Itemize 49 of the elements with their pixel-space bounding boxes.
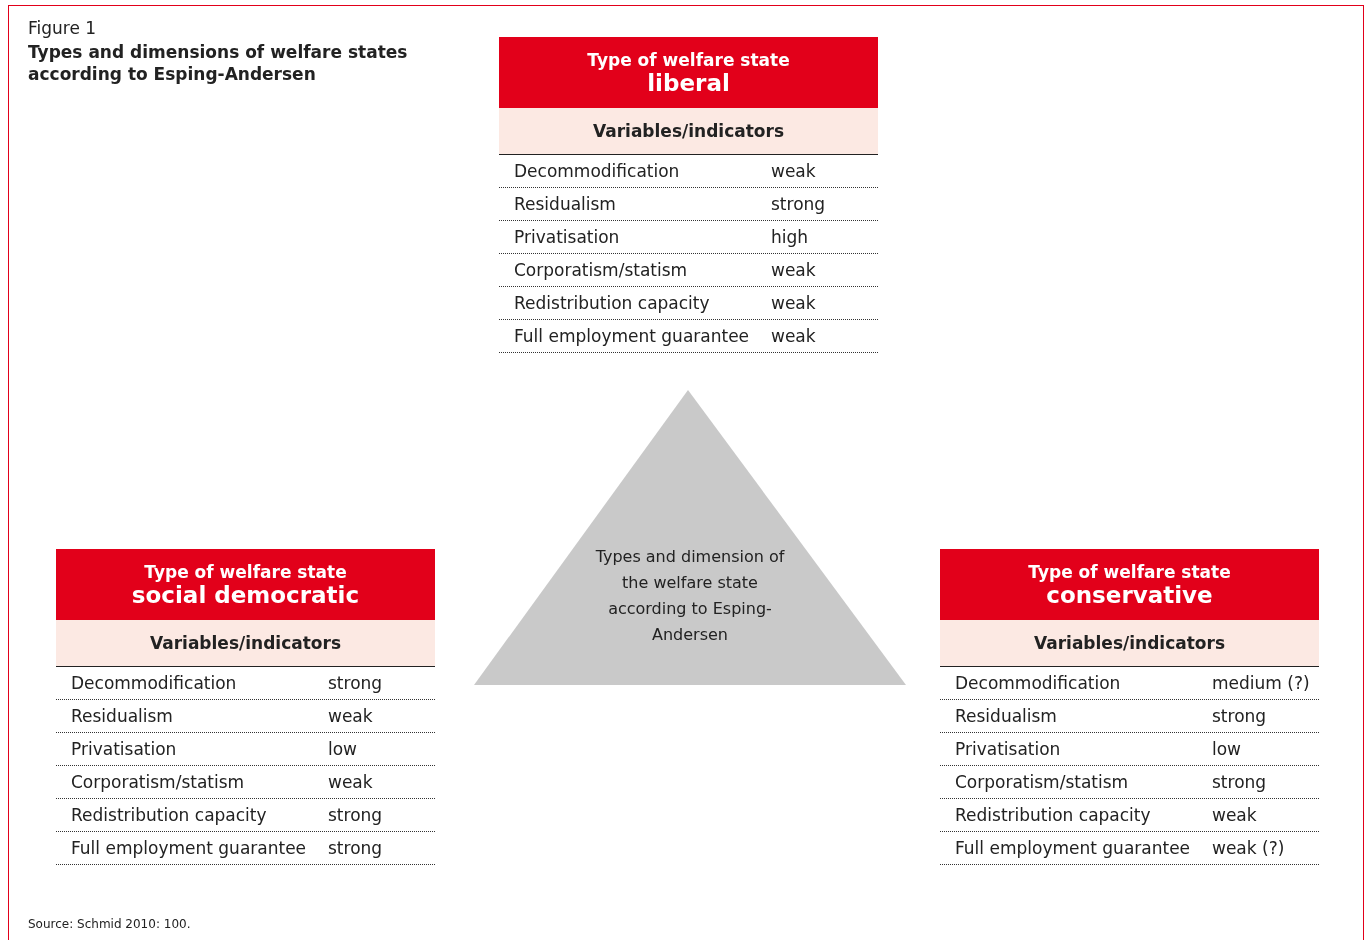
table-heading: Type of welfare state: [1028, 561, 1231, 582]
value-label: strong: [328, 673, 383, 693]
value-label: strong: [328, 805, 383, 825]
indicator-label: Full employment guarantee: [71, 838, 307, 858]
column-header: Variables/indicators: [56, 620, 435, 667]
indicator-label: Decommodification: [514, 161, 680, 181]
indicator-label: Full employment guarantee: [955, 838, 1191, 858]
indicator-label: Privatisation: [514, 227, 620, 247]
value-label: strong: [1212, 706, 1267, 726]
indicator-label: Corporatism/statism: [955, 772, 1129, 792]
indicator-label: Redistribution capacity: [955, 805, 1151, 825]
center-label: Types and dimension of the welfare state according to Esping-Andersen: [594, 546, 786, 646]
value-label: weak: [771, 326, 816, 346]
value-label: strong: [771, 194, 826, 214]
figure-title: Types and dimensions of welfare states according to Esping-Andersen: [28, 41, 409, 85]
value-label: low: [328, 739, 358, 759]
indicator-label: Privatisation: [71, 739, 177, 759]
indicator-label: Corporatism/statism: [71, 772, 245, 792]
column-header: Variables/indicators: [940, 620, 1319, 667]
indicator-label: Redistribution capacity: [71, 805, 267, 825]
table-title: liberal: [647, 69, 730, 96]
indicator-label: Residualism: [71, 706, 173, 726]
value-label: weak: [771, 293, 816, 313]
value-label: weak: [1212, 805, 1257, 825]
table-heading: Type of welfare state: [144, 561, 347, 582]
table-heading: Type of welfare state: [587, 49, 790, 70]
value-label: low: [1212, 739, 1242, 759]
indicator-label: Decommodification: [71, 673, 237, 693]
value-label: weak: [328, 772, 373, 792]
indicator-label: Residualism: [514, 194, 616, 214]
source-note: Source: Schmid 2010: 100.: [28, 917, 191, 931]
value-label: weak: [771, 161, 816, 181]
value-label: weak (?): [1212, 838, 1285, 858]
indicator-label: Redistribution capacity: [514, 293, 710, 313]
indicator-label: Corporatism/statism: [514, 260, 688, 280]
indicator-label: Residualism: [955, 706, 1057, 726]
indicator-label: Privatisation: [955, 739, 1061, 759]
value-label: strong: [1212, 772, 1267, 792]
indicator-label: Decommodification: [955, 673, 1121, 693]
value-label: medium (?): [1212, 673, 1310, 693]
value-label: strong: [328, 838, 383, 858]
column-header: Variables/indicators: [499, 108, 878, 155]
table-title: social democratic: [131, 581, 360, 608]
value-label: high: [771, 227, 809, 247]
value-label: weak: [771, 260, 816, 280]
table-title: conservative: [1046, 581, 1213, 608]
value-label: weak: [328, 706, 373, 726]
figure-number: Figure 1: [28, 18, 97, 38]
indicator-label: Full employment guarantee: [514, 326, 750, 346]
